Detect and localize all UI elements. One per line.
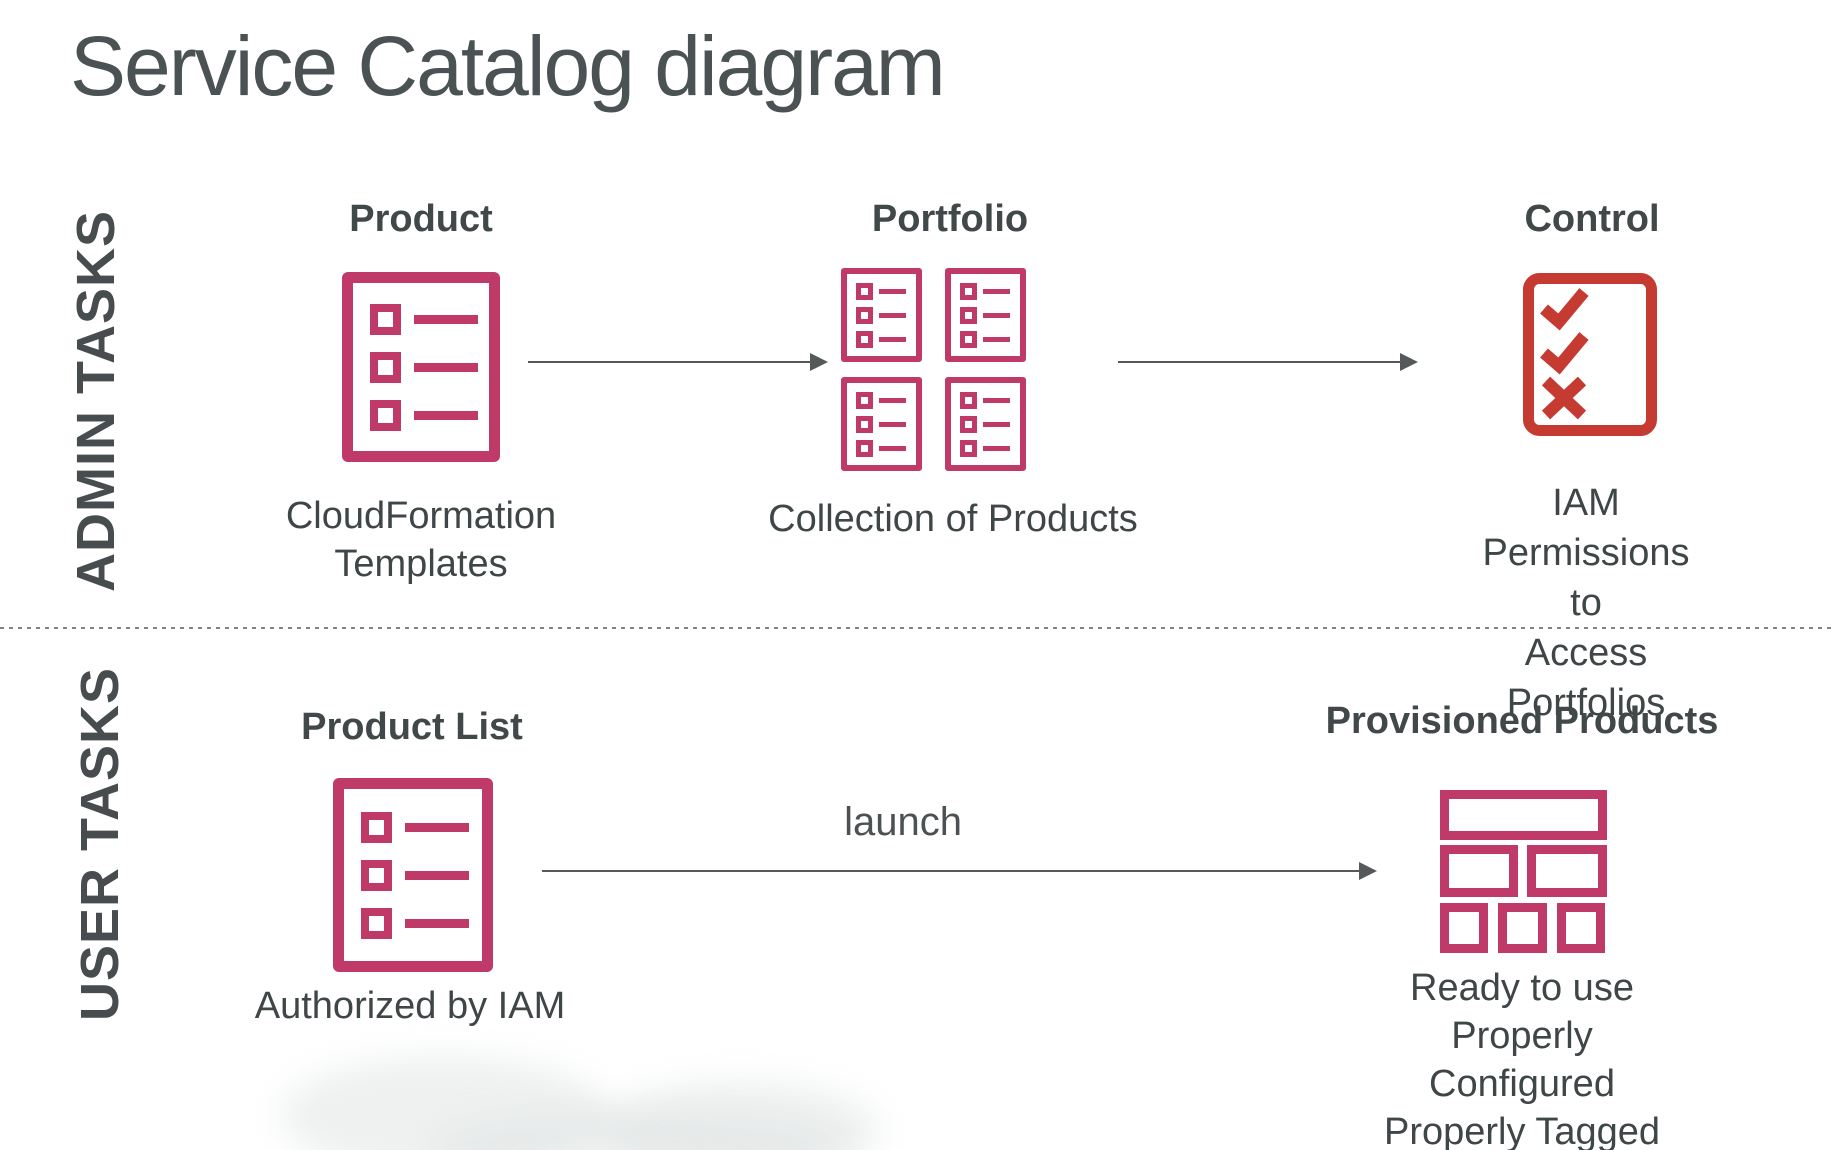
checkbox-square-icon	[361, 859, 392, 891]
portfolio-caption: Collection of Products	[768, 498, 1138, 540]
list-line-icon	[879, 312, 906, 318]
list-row	[370, 351, 489, 383]
list-line-icon	[879, 421, 906, 427]
list-line-icon	[414, 410, 478, 420]
checkbox-square-icon	[370, 351, 401, 383]
list-row	[361, 907, 482, 939]
provisioned-products-stacked-blocks-icon	[1440, 790, 1607, 953]
page-title: Service Catalog diagram	[70, 19, 946, 113]
block-icon	[1498, 903, 1547, 953]
list-line-icon	[414, 314, 478, 324]
checkbox-square-icon	[960, 391, 977, 409]
list-line-icon	[405, 870, 469, 880]
checkbox-square-icon	[960, 439, 977, 457]
control-heading: Control	[1524, 198, 1660, 240]
product-list-document-icon	[333, 778, 493, 972]
control-checklist-with-x-icon	[1523, 273, 1657, 436]
checkmark-icon	[1540, 288, 1589, 331]
list-line-icon	[983, 421, 1010, 427]
list-line-icon	[405, 918, 469, 928]
list-line-icon	[983, 288, 1010, 294]
right-arrow-icon	[1118, 353, 1418, 371]
portfolio-heading: Portfolio	[871, 198, 1029, 240]
launch-arrow-label: launch	[844, 800, 962, 844]
product-caption: CloudFormation Templates	[285, 495, 557, 585]
checkbox-square-icon	[960, 415, 977, 433]
faint-smudge	[280, 1055, 610, 1150]
checkbox-square-icon	[856, 415, 873, 433]
mini-list-document-icon	[945, 268, 1026, 362]
product-list-caption: Authorized by IAM	[254, 985, 566, 1027]
right-arrow-icon	[542, 862, 1377, 880]
provisioned-products-caption: Ready to use Properly Configured Properl…	[1383, 967, 1661, 1150]
product-heading: Product	[349, 198, 493, 240]
block-icon	[1440, 845, 1518, 897]
admin-tasks-row-label: ADMIN TASKS	[66, 210, 126, 592]
list-line-icon	[983, 445, 1010, 451]
mini-list-document-icon	[945, 377, 1026, 471]
list-line-icon	[983, 397, 1010, 403]
user-tasks-row-label: USER TASKS	[70, 666, 130, 1022]
checkbox-square-icon	[361, 811, 392, 843]
list-line-icon	[405, 822, 469, 832]
checkbox-square-icon	[856, 330, 873, 348]
x-mark-icon	[1541, 376, 1587, 420]
checkbox-square-icon	[856, 439, 873, 457]
list-row	[361, 859, 482, 891]
list-line-icon	[879, 336, 906, 342]
list-row	[370, 399, 489, 431]
checkbox-square-icon	[960, 282, 977, 300]
block-icon	[1440, 790, 1607, 840]
provisioned-products-heading: Provisioned Products	[1325, 700, 1719, 742]
checkbox-square-icon	[856, 306, 873, 324]
row-divider	[0, 627, 1832, 629]
list-line-icon	[983, 312, 1010, 318]
product-list-heading: Product List	[301, 706, 523, 748]
block-icon	[1557, 903, 1605, 953]
checkbox-square-icon	[960, 306, 977, 324]
checkbox-square-icon	[361, 907, 392, 939]
list-line-icon	[879, 397, 906, 403]
checkbox-square-icon	[960, 330, 977, 348]
list-line-icon	[983, 336, 1010, 342]
portfolio-grid-of-list-documents-icon	[841, 268, 1026, 471]
mini-list-document-icon	[841, 377, 922, 471]
checkbox-square-icon	[370, 399, 401, 431]
list-line-icon	[879, 288, 906, 294]
block-icon	[1440, 903, 1488, 953]
checkbox-square-icon	[856, 282, 873, 300]
checkbox-square-icon	[370, 303, 401, 335]
right-arrow-icon	[528, 353, 828, 371]
control-caption: IAM Permissions to Access Portfolios	[1482, 482, 1690, 724]
checkmark-icon	[1540, 332, 1589, 375]
list-row	[361, 811, 482, 843]
checkbox-square-icon	[856, 391, 873, 409]
block-icon	[1527, 845, 1607, 897]
product-list-document-icon	[342, 272, 500, 462]
list-line-icon	[879, 445, 906, 451]
mini-list-document-icon	[841, 268, 922, 362]
list-row	[370, 303, 489, 335]
list-line-icon	[414, 362, 478, 372]
